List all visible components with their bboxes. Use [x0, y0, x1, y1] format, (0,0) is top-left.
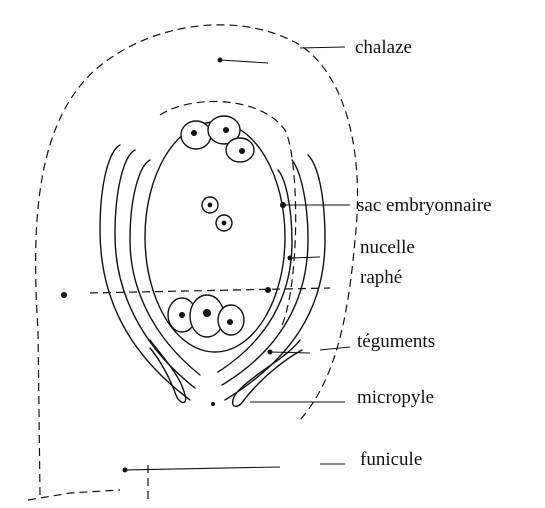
label-funicule: funicule	[360, 449, 422, 470]
leader-teguments	[270, 347, 350, 353]
integument-outer-right	[225, 155, 325, 400]
label-micropyle: micropyle	[357, 387, 434, 408]
integument-outer-left	[100, 145, 190, 400]
label-sac-embryonnaire: sac embryonnaire	[357, 195, 492, 216]
label-raphe: raphé	[360, 267, 402, 288]
label-teguments: téguments	[357, 331, 435, 352]
integument-mid-left	[115, 150, 195, 388]
ovule-outer-contour	[36, 25, 358, 495]
leader-chalaze	[220, 47, 345, 63]
leader-funicule	[125, 464, 345, 470]
ovule-base-line	[28, 490, 120, 500]
raphe-line	[90, 288, 330, 293]
micropyle-lip-right	[233, 340, 302, 406]
label-chalaze: chalaze	[355, 37, 412, 58]
integument-inner-left	[130, 160, 200, 375]
label-nucelle: nucelle	[360, 237, 415, 258]
